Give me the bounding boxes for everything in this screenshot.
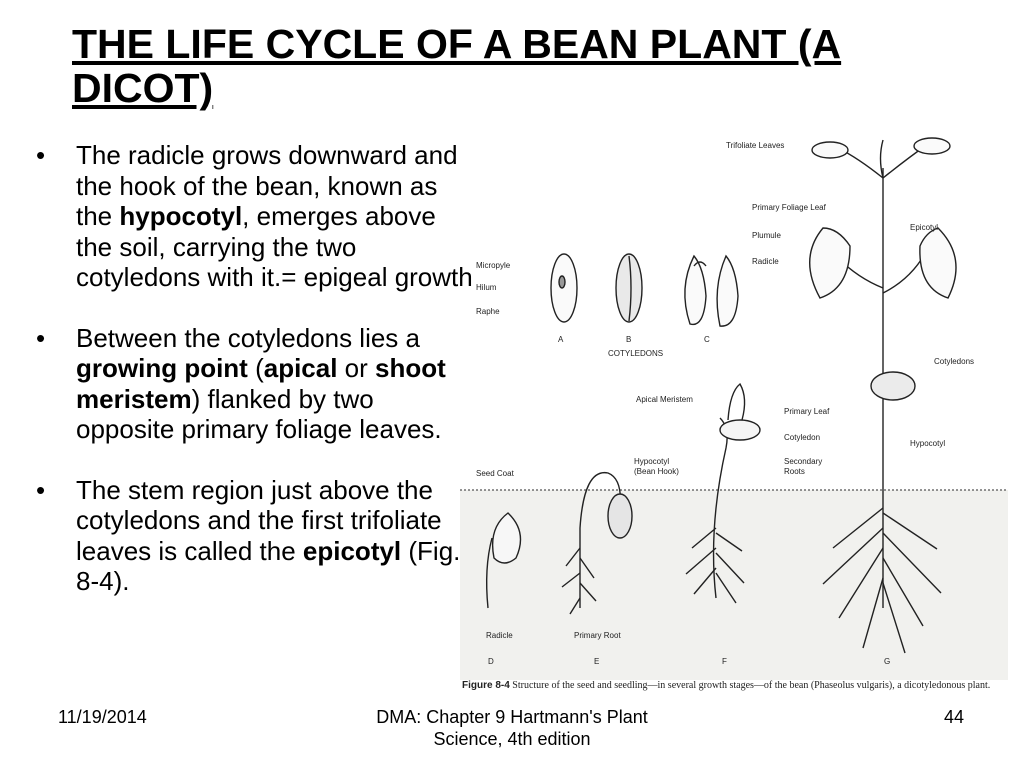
footer-date: 11/19/2014 bbox=[58, 707, 147, 727]
bullet-dot: • bbox=[36, 140, 46, 170]
caption-text: Structure of the seed and seedling—in se… bbox=[512, 680, 991, 691]
label-epicotyl: Epicotyl bbox=[910, 223, 938, 232]
label-hilum: Hilum bbox=[476, 283, 497, 292]
slide-title: THE LIFE CYCLE OF A BEAN PLANT (A DICOT) bbox=[72, 21, 842, 111]
page-number: 44 bbox=[944, 707, 965, 727]
bullet-list: • The radicle grows downward and the hoo… bbox=[36, 140, 476, 627]
bold-term: growing point bbox=[76, 353, 248, 383]
label-hypocotyl-bean-hook: Hypocotyl bbox=[634, 457, 669, 466]
label-primary-leaf: Primary Leaf bbox=[784, 407, 830, 416]
label-letter-e: E bbox=[594, 657, 599, 666]
label-letter-b: B bbox=[626, 335, 631, 344]
bullet-dot: • bbox=[36, 322, 46, 353]
label-seed-coat: Seed Coat bbox=[476, 469, 515, 478]
label-primary-foliage-leaf: Primary Foliage Leaf bbox=[752, 203, 827, 212]
soil-region bbox=[460, 490, 1008, 680]
bullet-dot: • bbox=[36, 474, 46, 505]
label-radicle-d: Radicle bbox=[486, 631, 513, 640]
bullet-item: • The radicle grows downward and the hoo… bbox=[36, 140, 476, 293]
label-apical-meristem: Apical Meristem bbox=[636, 395, 693, 404]
caption-label: Figure 8-4 bbox=[462, 680, 510, 691]
label-trifoliate-leaves: Trifoliate Leaves bbox=[726, 141, 784, 150]
label-cotyledons-g: Cotyledons bbox=[934, 357, 974, 366]
text-run: (Fig. 8-4). bbox=[76, 535, 461, 597]
bold-term: epicotyl bbox=[302, 535, 402, 566]
seed-b bbox=[615, 253, 643, 323]
label-letter-d: D bbox=[488, 657, 494, 666]
label-letter-a: A bbox=[558, 335, 564, 344]
footer-source: DMA: Chapter 9 Hartmann's Plant Science,… bbox=[376, 707, 648, 749]
bullet-text: The stem region just above the cotyledon… bbox=[76, 475, 460, 597]
label-secondary: Secondary bbox=[784, 457, 822, 466]
stage-f-seedling bbox=[685, 382, 761, 604]
bullet-item: • Between the cotyledons lies a growing … bbox=[36, 323, 476, 445]
bean-life-cycle-figure: Trifoliate Leaves Primary Foliage Leaf P… bbox=[458, 128, 1010, 710]
bullet-text: The radicle grows downward and the hook … bbox=[76, 140, 473, 292]
text-run: or bbox=[337, 353, 376, 383]
label-cotyledons-caption: COTYLEDONS bbox=[608, 349, 663, 358]
stage-e-seedling bbox=[561, 471, 633, 615]
label-micropyle: Micropyle bbox=[476, 261, 511, 270]
seed-c bbox=[684, 254, 739, 327]
label-plumule: Plumule bbox=[752, 231, 781, 240]
bullet-item: • The stem region just above the cotyled… bbox=[36, 475, 476, 597]
bold-term: apical bbox=[263, 353, 338, 383]
text-run: ) flanked by two opposite primary foliag… bbox=[76, 383, 442, 445]
bold-term: shoot meristem bbox=[76, 353, 446, 414]
label-bean-hook: (Bean Hook) bbox=[634, 467, 679, 476]
bold-term: hypocotyl bbox=[119, 201, 243, 231]
label-letter-c: C bbox=[704, 335, 710, 344]
label-letter-g: G bbox=[884, 657, 890, 666]
text-run: The radicle grows downward and the hook … bbox=[76, 140, 458, 231]
text-run: Between the cotyledons lies a bbox=[76, 322, 420, 353]
seed-a bbox=[550, 253, 578, 323]
stage-g-plant bbox=[809, 137, 957, 654]
label-radicle-c: Radicle bbox=[752, 257, 779, 266]
label-cotyledon: Cotyledon bbox=[784, 433, 820, 442]
label-roots: Roots bbox=[784, 467, 805, 476]
text-run: The stem region just above the cotyledon… bbox=[76, 474, 442, 566]
label-letter-f: F bbox=[722, 657, 727, 666]
bullet-text: Between the cotyledons lies a growing po… bbox=[76, 323, 446, 445]
label-primary-root: Primary Root bbox=[574, 631, 621, 640]
label-raphe: Raphe bbox=[476, 307, 500, 316]
stage-d-seedling bbox=[485, 512, 522, 609]
text-run: ( bbox=[247, 353, 264, 383]
label-hypocotyl-g: Hypocotyl bbox=[910, 439, 945, 448]
figure-caption: Figure 8-4 Structure of the seed and see… bbox=[462, 680, 1010, 692]
text-run: , emerges above the soil, carrying the t… bbox=[76, 201, 473, 292]
